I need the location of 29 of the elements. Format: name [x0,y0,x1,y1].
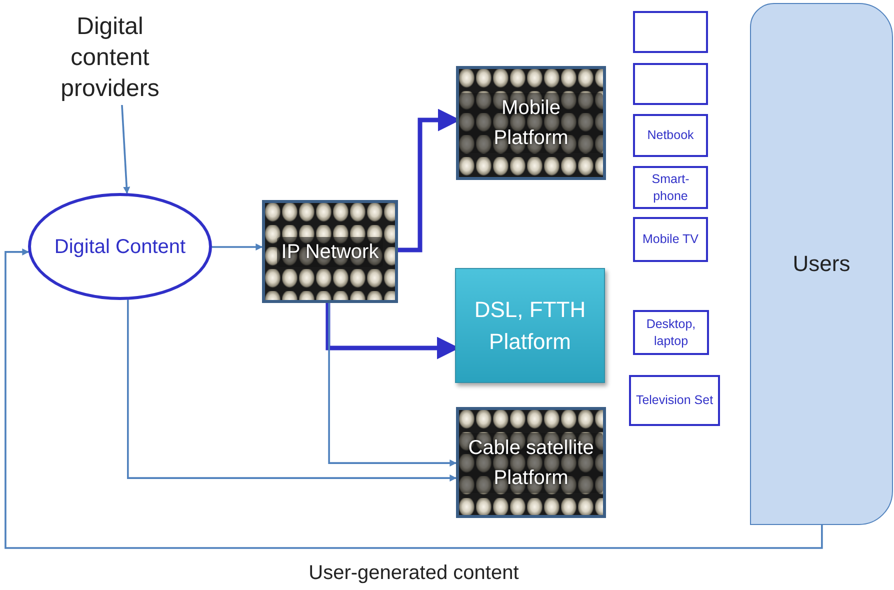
node-text: Users [792,251,850,277]
device-box [633,63,708,105]
node-text: Digital content providers [60,12,160,104]
platform-box [456,407,606,518]
node-text: Cable satellite Platform [459,432,603,492]
device-box [629,375,720,426]
device-box [633,114,708,157]
device-box [633,11,708,53]
node-text: Netbook [647,127,694,144]
arrow [328,303,457,467]
arrow [121,104,130,194]
node-text: Mobile Platform [459,93,603,153]
platform-box [456,66,606,180]
platform-box [262,200,398,303]
node-text: Television Set [636,392,714,409]
device-box [633,217,708,262]
node-text: Smart-phone [650,171,690,204]
device-box [633,166,708,209]
node-text: IP Network [277,236,383,266]
node-text: Desktop, laptop [645,316,697,349]
node-text: Digital Content [54,234,186,260]
node-text: DSL, FTTH Platform [473,296,587,356]
node-text: Mobile TV [642,231,699,248]
platform-box [455,268,605,383]
arrow [4,248,823,549]
arrow [127,300,457,482]
device-box [633,310,709,355]
users-panel [750,3,893,525]
arrow [212,243,263,250]
